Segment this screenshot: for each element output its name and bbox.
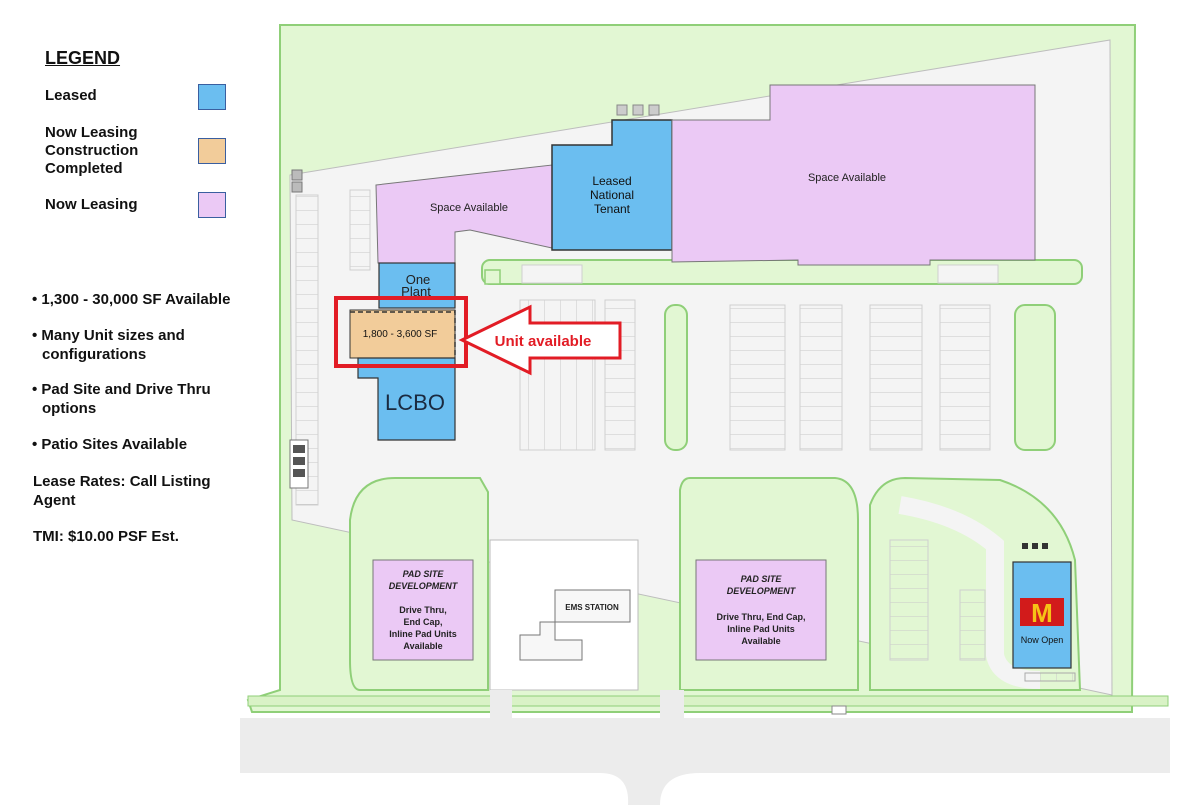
drive-thru-parking bbox=[959, 589, 986, 661]
parking-row bbox=[349, 189, 371, 271]
legend-label-construction: Now Leasing Construction Completed bbox=[45, 124, 138, 178]
median bbox=[664, 304, 688, 451]
pad-site-right-title1: PAD SITE bbox=[741, 574, 783, 584]
legend-swatch-now-leasing bbox=[198, 192, 226, 218]
legend-title: LEGEND bbox=[45, 48, 121, 68]
pad-site-right-title2: DEVELOPMENT bbox=[727, 586, 797, 596]
legend-label-now-leasing: Now Leasing bbox=[45, 196, 138, 214]
space-available-right-label: Space Available bbox=[808, 172, 886, 184]
road-intersection bbox=[600, 773, 700, 805]
mcdonalds-status: Now Open bbox=[1021, 635, 1064, 645]
bullet-line: • Many Unit sizes and bbox=[32, 327, 185, 344]
bullet-unit-sizes: • Many Unit sizes and configurations bbox=[32, 326, 262, 364]
info-line: Agent bbox=[33, 492, 76, 509]
entrance-left bbox=[490, 690, 512, 720]
pad-site-right-desc3: Available bbox=[741, 636, 780, 646]
lcbo-label: LCBO bbox=[385, 390, 445, 415]
utility-boxes bbox=[289, 169, 309, 489]
bullet-line: • 1,300 - 30,000 SF Available bbox=[32, 291, 231, 308]
ems-station-label: EMS STATION bbox=[565, 603, 619, 612]
rooftop-units bbox=[616, 104, 660, 116]
one-plant-unit bbox=[378, 262, 456, 309]
bullet-line: options bbox=[42, 400, 97, 417]
pad-site-left-desc3: Inline Pad Units bbox=[389, 629, 457, 639]
sign-marker bbox=[831, 705, 847, 715]
pad-site-left-title1: PAD SITE bbox=[403, 569, 445, 579]
bullet-line: • Patio Sites Available bbox=[32, 436, 188, 453]
bullet-patio: • Patio Sites Available bbox=[32, 435, 262, 454]
unit-callout-label: Unit available bbox=[495, 333, 592, 350]
pad-site-right-desc2: Inline Pad Units bbox=[727, 624, 795, 634]
pad-site-right-box bbox=[695, 559, 827, 661]
bullet-pad-site: • Pad Site and Drive Thru options bbox=[32, 380, 262, 418]
info-line: Lease Rates: Call Listing bbox=[33, 473, 211, 490]
lcbo-building bbox=[357, 357, 456, 441]
pad-site-left-desc4: Available bbox=[403, 641, 442, 651]
parking-island bbox=[939, 304, 991, 451]
bullet-line: configurations bbox=[42, 346, 147, 363]
sidewalk-strip bbox=[247, 695, 1169, 707]
one-plant-line1: One bbox=[406, 272, 431, 287]
tmi: TMI: $10.00 PSF Est. bbox=[33, 527, 263, 546]
unit-callout-arrow bbox=[458, 304, 622, 376]
leased-tenant-line1: Leased bbox=[592, 174, 631, 188]
drive-thru-parking bbox=[889, 539, 929, 661]
space-available-right-building bbox=[671, 84, 1036, 266]
median bbox=[1014, 304, 1056, 451]
mcdonalds-logo-bg bbox=[1020, 598, 1064, 626]
legend-construction-line1: Now Leasing bbox=[45, 124, 138, 141]
legend-now-leasing-text: Now Leasing bbox=[45, 196, 138, 213]
legend-label-leased: Leased bbox=[45, 87, 97, 105]
parking-row bbox=[295, 194, 319, 506]
parking-island bbox=[869, 304, 923, 451]
frontage-road bbox=[240, 718, 1170, 773]
legend-swatch-leased bbox=[198, 84, 226, 110]
pad-site-left-title2: DEVELOPMENT bbox=[389, 581, 459, 591]
parking-island bbox=[799, 304, 843, 451]
unit-size-label: 1,800 - 3,600 SF bbox=[363, 329, 438, 340]
entrance-right bbox=[660, 690, 684, 720]
leased-tenant-line2: National bbox=[590, 188, 634, 202]
median bbox=[484, 269, 501, 285]
legend-leased-text: Leased bbox=[45, 87, 97, 104]
accessible-stalls bbox=[937, 264, 999, 284]
pad-site-left-box bbox=[372, 559, 474, 661]
legend-construction-line2: Construction bbox=[45, 142, 139, 159]
leased-tenant-line3: Tenant bbox=[594, 202, 631, 216]
accessible-stalls bbox=[521, 264, 583, 284]
ems-building bbox=[519, 589, 631, 661]
parking-island bbox=[729, 304, 786, 451]
bullet-sf-available: • 1,300 - 30,000 SF Available bbox=[32, 290, 262, 309]
lease-rates: Lease Rates: Call Listing Agent bbox=[33, 472, 263, 510]
space-available-left-label: Space Available bbox=[430, 202, 508, 214]
drive-thru-booths bbox=[1022, 543, 1076, 682]
legend-swatch-construction bbox=[198, 138, 226, 164]
legend-panel: LEGEND Leased Now Leasing Construction C… bbox=[0, 0, 270, 805]
bullet-line: • Pad Site and Drive Thru bbox=[32, 381, 211, 398]
one-plant-line2: Plant bbox=[401, 284, 431, 299]
mcdonalds-logo: M bbox=[1031, 598, 1053, 628]
legend-construction-line3: Completed bbox=[45, 160, 123, 177]
drive-thru-lane bbox=[898, 496, 1041, 689]
pad-site-right-desc1: Drive Thru, End Cap, bbox=[716, 612, 805, 622]
pad-site-left-desc2: End Cap, bbox=[403, 617, 442, 627]
pad-site-left-desc1: Drive Thru, bbox=[399, 605, 447, 615]
unit-highlight-box bbox=[334, 296, 468, 368]
info-line: TMI: $10.00 PSF Est. bbox=[33, 528, 179, 545]
